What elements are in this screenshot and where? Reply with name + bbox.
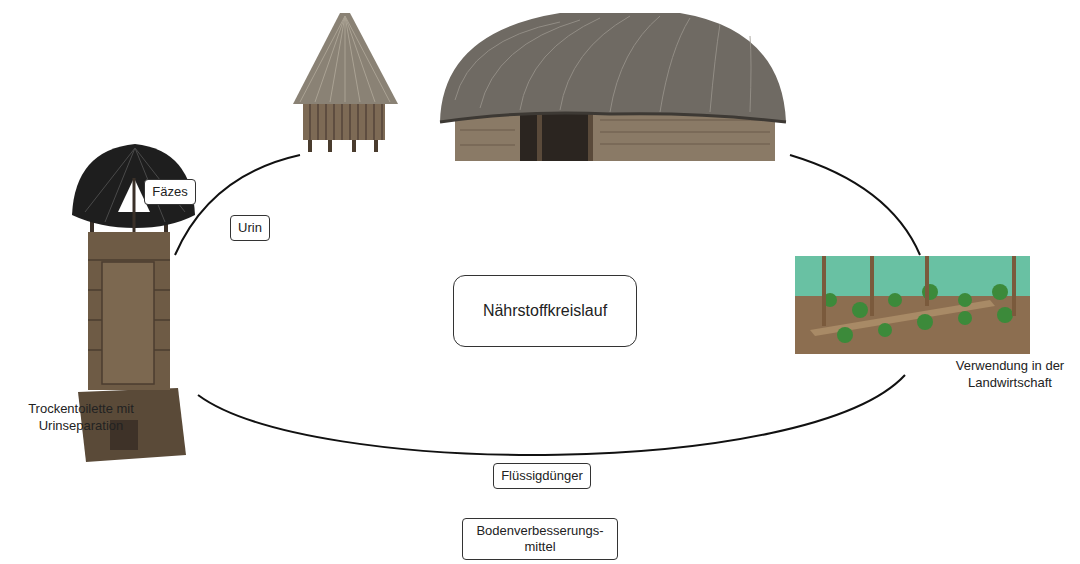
- greenhouse: [795, 256, 1030, 354]
- thatched-house: [440, 13, 786, 161]
- node-text: Urin: [238, 220, 262, 236]
- center-box: Nährstoffkreislauf: [453, 275, 637, 347]
- node-text: Nährstoffkreislauf: [483, 301, 607, 321]
- granary-hut: [293, 13, 398, 152]
- node-text: Bodenverbesserungs- mittel: [463, 523, 617, 555]
- node-text: Fäzes: [152, 184, 187, 200]
- cycle-arc: [198, 375, 905, 455]
- cycle-arc: [790, 155, 920, 255]
- flow-label-box: Flüssigdünger: [493, 463, 591, 489]
- flow-label-box: Fäzes: [144, 179, 196, 205]
- flow-label-box: Bodenverbesserungs- mittel: [462, 518, 618, 560]
- picture-caption: Verwendung in der Landwirtschaft: [944, 357, 1076, 391]
- picture-caption: Trockentoilette mit Urinseparation: [6, 400, 156, 434]
- node-text: Flüssigdünger: [501, 468, 583, 484]
- flow-label-box: Urin: [230, 215, 270, 241]
